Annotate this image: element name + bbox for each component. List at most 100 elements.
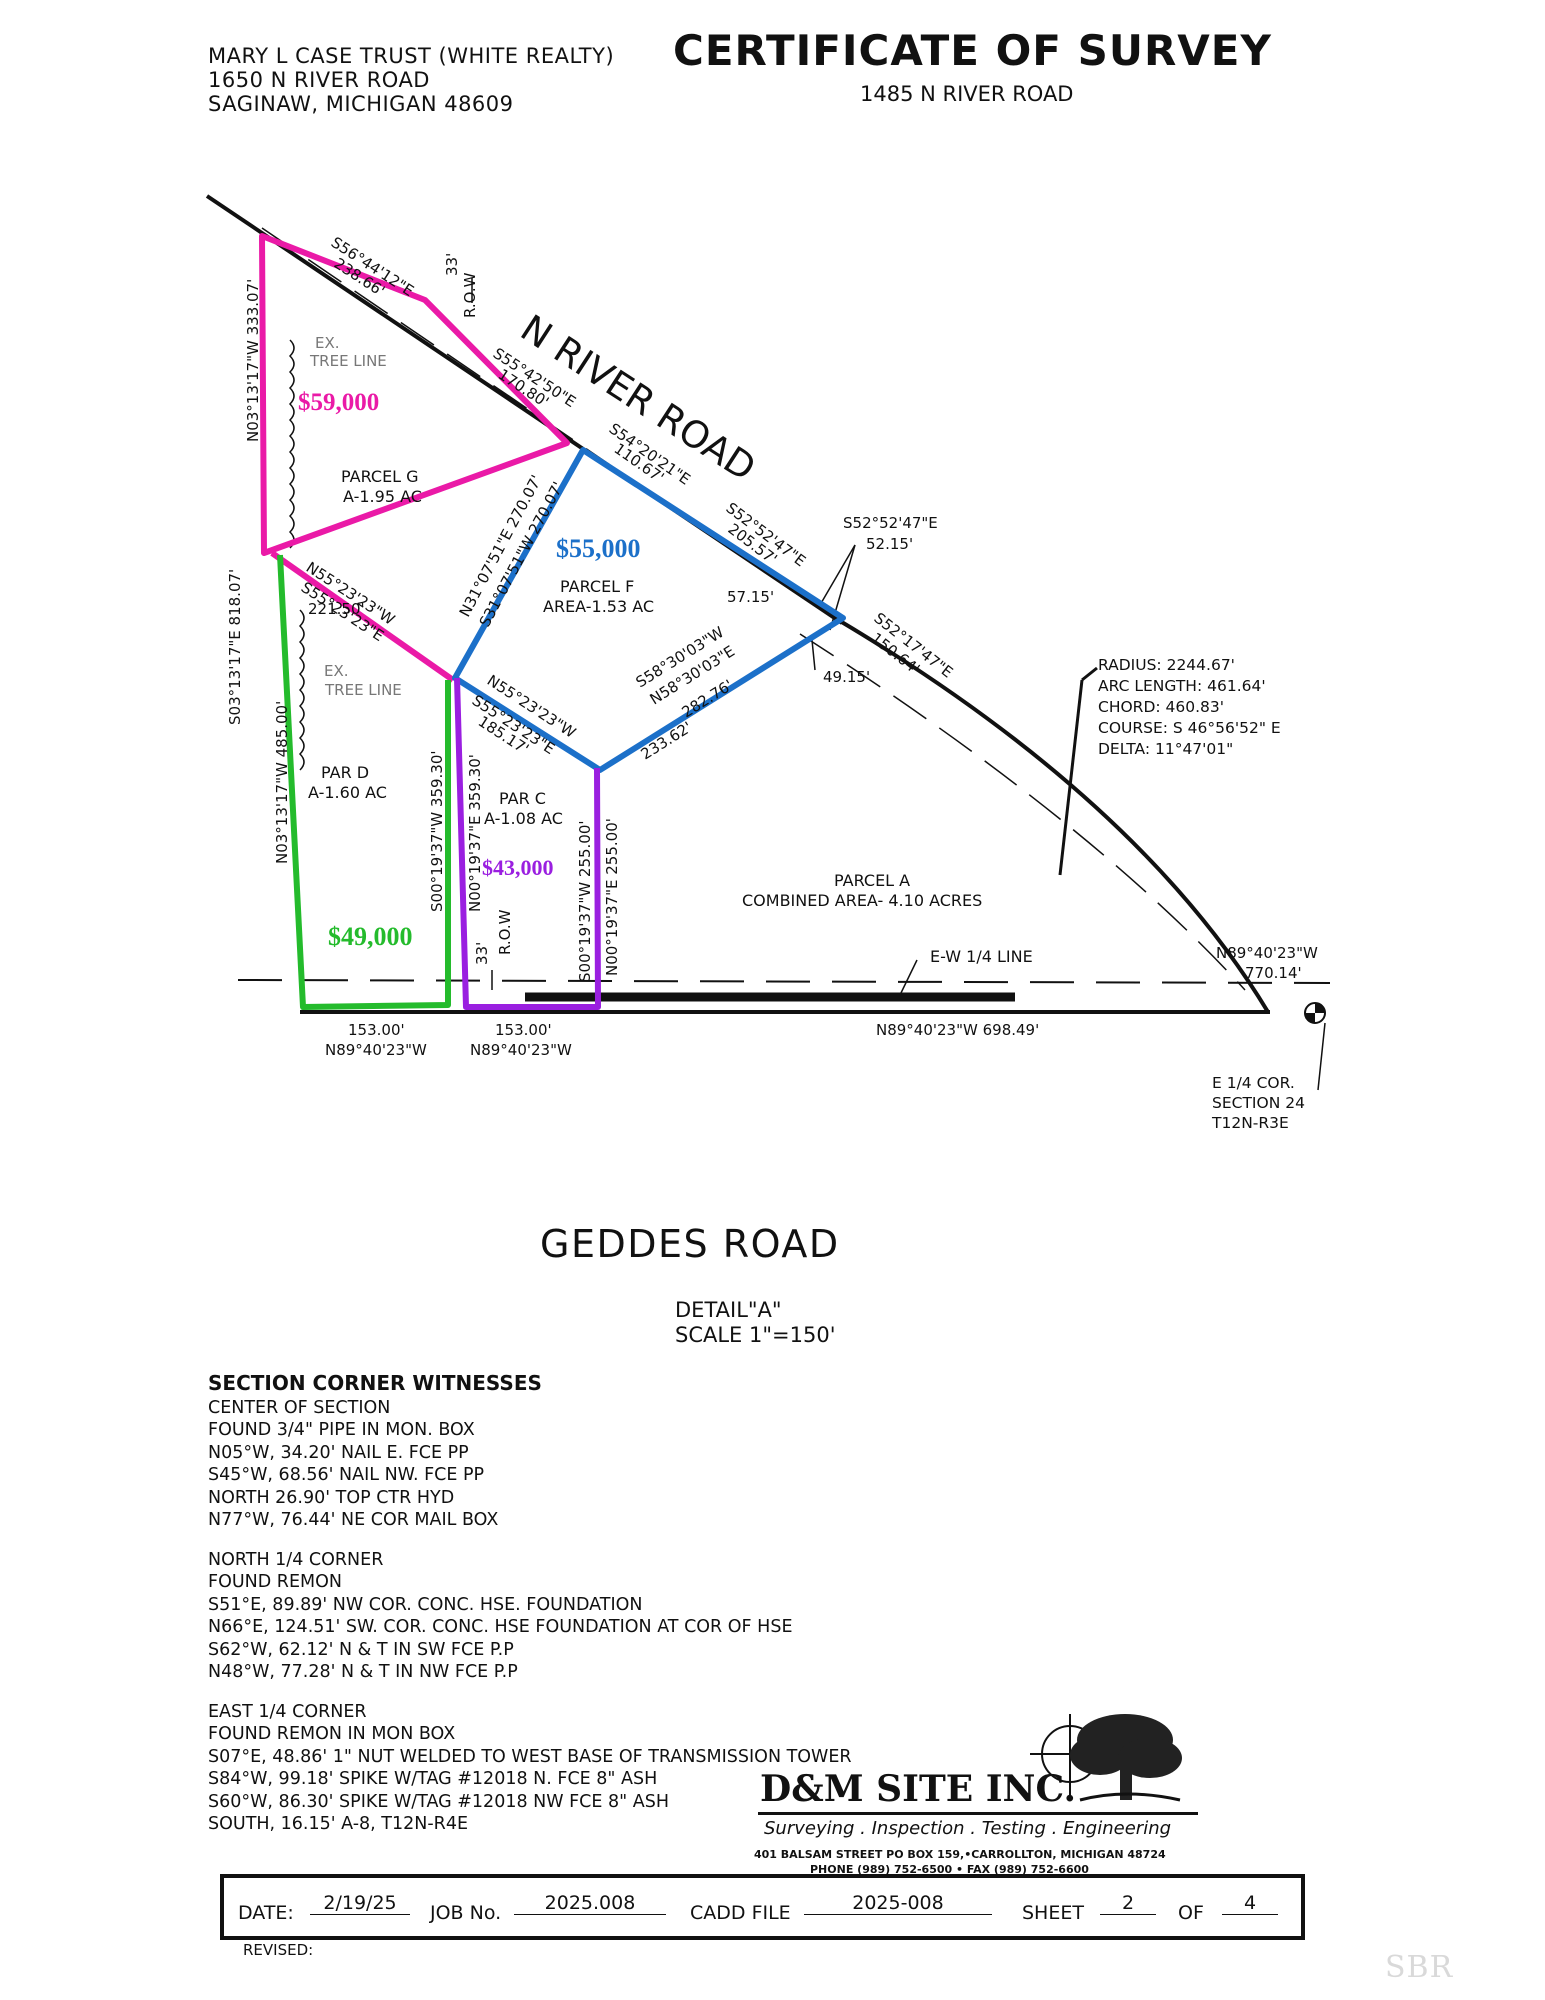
bearing-25-bearing: N89°40'23"W	[325, 1041, 427, 1059]
witness-line: FOUND REMON IN MON BOX	[208, 1724, 456, 1744]
witness-line: NORTH 1/4 CORNER	[208, 1549, 384, 1570]
witness-group-center: CENTER OF SECTION FOUND 3/4" PIPE IN MON…	[208, 1397, 908, 1532]
bearing-5: S52°52'47"E	[843, 514, 938, 532]
curve-arc: ARC LENGTH: 461.64'	[1098, 677, 1266, 695]
parcel-f-name: PARCEL F	[560, 577, 634, 596]
witness-line: NORTH 26.90' TOP CTR HYD	[208, 1487, 455, 1508]
date-label: DATE:	[238, 1902, 294, 1924]
parcel-d-name: PAR D	[321, 763, 369, 782]
parcel-g-area: A-1.95 AC	[343, 487, 422, 506]
tree-line-label-2a: EX.	[324, 662, 349, 680]
row-label-north: 33'	[443, 253, 461, 276]
job-label: JOB No.	[430, 1902, 502, 1924]
bearing-24: N00°19'37"E 255.00'	[603, 818, 621, 976]
witness-line: S62°W, 62.12' N & T IN SW FCE P.P	[208, 1639, 514, 1660]
company-address: 401 BALSAM STREET PO BOX 159,•CARROLLTON…	[754, 1848, 1166, 1861]
witness-line: S45°W, 68.56' NAIL NW. FCE PP	[208, 1465, 485, 1485]
date-value: 2/19/25	[310, 1892, 410, 1915]
parcel-a-area: COMBINED AREA- 4.10 ACRES	[742, 891, 982, 910]
witness-line: N77°W, 76.44' NE COR MAIL BOX	[208, 1510, 499, 1530]
curve-boundary	[838, 619, 1270, 1014]
tree-line-label-1b: TREE LINE	[309, 352, 387, 370]
witness-line: FOUND REMON	[208, 1572, 342, 1592]
job-value: 2025.008	[514, 1892, 666, 1915]
witness-line: S60°W, 86.30' SPIKE W/TAG #12018 NW FCE …	[208, 1791, 670, 1812]
leader-quarter	[899, 959, 918, 996]
sheet-label: SHEET	[1022, 1902, 1084, 1924]
bearing-25: 153.00'	[348, 1021, 405, 1039]
witness-line: S07°E, 48.86' 1" NUT WELDED TO WEST BASE…	[208, 1746, 852, 1767]
parcel-g-name: PARCEL G	[341, 467, 419, 486]
parcel-g-south-edge	[270, 550, 455, 683]
company-rule	[758, 1812, 1198, 1815]
quarter-line-dashed	[237, 979, 1331, 984]
owner-city: SAGINAW, MICHIGAN 48609	[208, 92, 514, 116]
bearing-15-dist: 221.50'	[308, 600, 365, 618]
detail-label: DETAIL"A" SCALE 1"=150'	[675, 1298, 835, 1348]
parcel-f-price: $55,000	[556, 534, 641, 563]
tree-line-south	[298, 609, 305, 771]
bearing-20: N03°13'17"W 485.00'	[273, 701, 291, 864]
tree-line-label-1a: EX.	[315, 334, 340, 352]
bearing-26: 153.00'	[495, 1021, 552, 1039]
cadd-label: CADD FILE	[690, 1902, 791, 1924]
tree-line-label-2b: TREE LINE	[324, 681, 402, 699]
witness-line: N48°W, 77.28' N & T IN NW FCE P.P	[208, 1662, 518, 1682]
quarter-line-label: E-W 1/4 LINE	[930, 947, 1033, 966]
curve-leader-end	[1081, 666, 1098, 682]
tree-line-north	[288, 339, 295, 549]
parcel-f-area: AREA-1.53 AC	[543, 597, 654, 616]
bearing-28-dist: 770.14'	[1245, 964, 1302, 982]
witness-group-east: EAST 1/4 CORNER FOUND REMON IN MON BOX S…	[208, 1701, 908, 1836]
curve-data: RADIUS: 2244.67' ARC LENGTH: 461.64' CHO…	[1098, 656, 1281, 758]
corner-label-2: SECTION 24	[1212, 1094, 1305, 1112]
corner-label: E 1/4 COR. SECTION 24 T12N-R3E	[1211, 1074, 1305, 1132]
of-label: OF	[1178, 1902, 1204, 1924]
witness-line: N05°W, 34.20' NAIL E. FCE PP	[208, 1442, 469, 1463]
parcel-c-price: $43,000	[482, 855, 554, 880]
parcel-c-name: PAR C	[499, 789, 546, 808]
bearing-8: 49.15'	[823, 668, 870, 686]
leader-52	[819, 544, 856, 606]
parcel-d-area: A-1.60 AC	[308, 783, 387, 802]
corner-label-3: T12N-R3E	[1211, 1114, 1289, 1132]
bearing-23: S00°19'37"W 255.00'	[576, 820, 594, 982]
company-tagline: Surveying . Inspection . Testing . Engin…	[764, 1818, 1172, 1839]
detail-title: DETAIL"A"	[675, 1298, 782, 1322]
row-label-south: 33'	[473, 942, 491, 965]
witnesses-heading: SECTION CORNER WITNESSES	[208, 1371, 542, 1395]
witness-line: SOUTH, 16.15' A-8, T12N-R4E	[208, 1814, 469, 1834]
bearing-28: N89°40'23"W	[1216, 944, 1318, 962]
cadd-value: 2025-008	[804, 1892, 992, 1915]
bearing-5-dist: 52.15'	[866, 535, 913, 553]
survey-plat: N RIVER ROAD 33' R.O.W 33' R.O.W EX. TRE…	[205, 194, 1331, 1132]
corner-label-1: E 1/4 COR.	[1212, 1074, 1295, 1092]
witness-line: EAST 1/4 CORNER	[208, 1701, 367, 1722]
witness-group-north: NORTH 1/4 CORNER FOUND REMON S51°E, 89.8…	[208, 1549, 908, 1684]
parcel-g-outline	[259, 233, 570, 556]
company-logo-block: D&M SITE INC. Surveying . Inspection . T…	[740, 1700, 1210, 1876]
bearing-18: N03°13'17"W 333.07'	[244, 279, 262, 442]
watermark: SBR	[1385, 1950, 1454, 1985]
parcel-a-name: PARCEL A	[834, 871, 910, 890]
parcel-d-outline	[277, 554, 451, 1010]
bearing-22: N00°19'37"E 359.30'	[466, 754, 484, 912]
road-label-south: GEDDES ROAD	[540, 1222, 840, 1266]
parcel-c-outline	[454, 677, 601, 1010]
sheet-value: 2	[1100, 1892, 1156, 1915]
corner-monument-symbol	[1304, 1002, 1326, 1024]
row-label-north-2: R.O.W	[461, 272, 479, 318]
title-block: DATE: 2/19/25 JOB No. 2025.008 CADD FILE…	[220, 1874, 1305, 1940]
row-label-south-2: R.O.W	[496, 909, 514, 955]
witness-line: S51°E, 89.89' NW COR. CONC. HSE. FOUNDAT…	[208, 1594, 643, 1615]
revised-label: REVISED:	[243, 1941, 314, 1959]
curve-delta: DELTA: 11°47'01"	[1098, 740, 1233, 758]
witness-line: FOUND 3/4" PIPE IN MON. BOX	[208, 1420, 475, 1440]
leader-49	[811, 639, 816, 671]
parcel-c-area: A-1.08 AC	[484, 809, 563, 828]
curve-chord: CHORD: 460.83'	[1098, 698, 1224, 716]
owner-name: MARY L CASE TRUST (WHITE REALTY)	[208, 44, 615, 68]
company-name: D&M SITE INC.	[760, 1768, 1077, 1810]
curve-course: COURSE: S 46°56'52" E	[1098, 719, 1281, 737]
witness-line: CENTER OF SECTION	[208, 1397, 391, 1418]
